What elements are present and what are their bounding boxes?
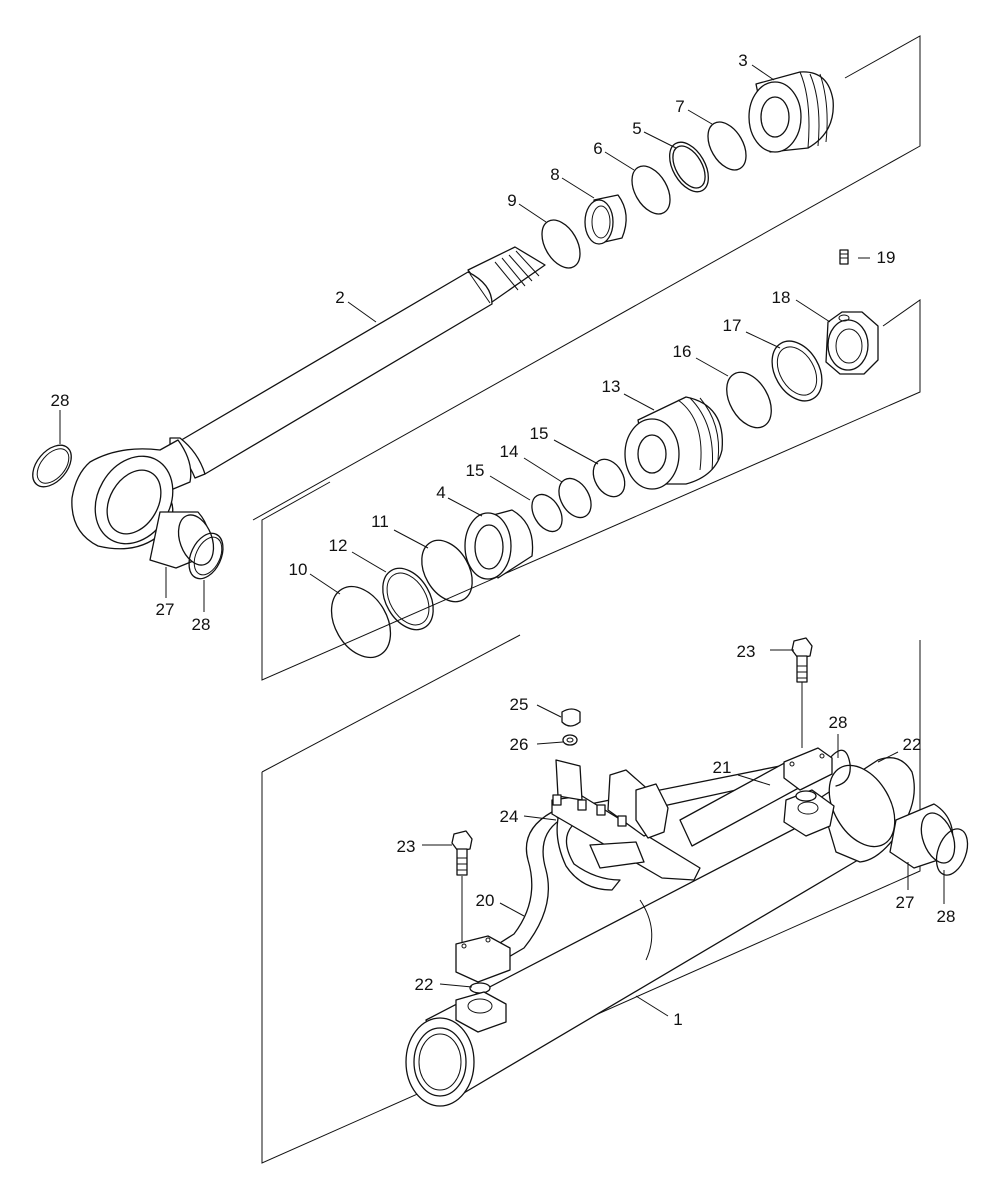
callout-12: 12 (329, 536, 348, 555)
callout-24: 24 (500, 807, 519, 826)
callout-21: 21 (713, 758, 732, 777)
part-14-ring (558, 477, 592, 519)
callout-26: 26 (510, 735, 529, 754)
callout-22-upper: 22 (903, 735, 922, 754)
callout-10: 10 (289, 560, 308, 579)
callout-28-lower-right: 28 (937, 907, 956, 926)
callout-8: 8 (550, 165, 559, 184)
part-16-ring (726, 371, 772, 429)
part-3-cylinder-head (748, 71, 834, 153)
part-1-cylinder-tube (405, 757, 915, 1107)
callout-3: 3 (738, 51, 747, 70)
callout-23-lower: 23 (397, 837, 416, 856)
part-27-bushing-upper (149, 511, 215, 569)
callout-15-b: 15 (466, 461, 485, 480)
part-28-ring-upper-left (32, 444, 72, 488)
callout-16: 16 (673, 342, 692, 361)
callout-11: 11 (371, 512, 389, 531)
part-20-pipe (491, 811, 561, 963)
callout-7: 7 (675, 97, 684, 116)
part-12-ring (382, 567, 434, 631)
part-17-ring (771, 340, 823, 402)
leader-lines (59, 64, 945, 1017)
part-11-ring (421, 539, 473, 603)
callout-6: 6 (593, 139, 602, 158)
part-19-set-screw (839, 249, 849, 265)
part-23-bolt-upper (791, 637, 813, 748)
part-2-piston-rod (71, 246, 546, 550)
callout-18: 18 (772, 288, 791, 307)
callout-5: 5 (632, 119, 641, 138)
part-4-collar (464, 509, 534, 580)
callout-9: 9 (507, 191, 516, 210)
callout-28-upper-right: 28 (192, 615, 211, 634)
callout-2: 2 (335, 288, 344, 307)
callout-labels: 3 7 5 6 8 9 2 28 27 28 19 18 17 16 13 15… (51, 51, 956, 1029)
part-23-bolt-lower (451, 830, 473, 942)
part-25-cap (561, 708, 581, 727)
part-22-flange-upper (783, 747, 835, 837)
part-15-ring-a (592, 458, 626, 498)
part-10-ring (330, 585, 392, 659)
part-5-ring (669, 141, 709, 193)
part-9-ring (541, 219, 581, 269)
callout-15-a: 15 (530, 424, 549, 443)
panel-frame-cylinder (261, 634, 921, 1164)
part-13-piston (624, 396, 723, 490)
part-22-flange-lower (455, 935, 511, 1033)
callout-20: 20 (476, 891, 495, 910)
callout-28-upper-left: 28 (51, 391, 70, 410)
part-15-ring-b (531, 493, 563, 533)
callout-4: 4 (436, 483, 445, 502)
callout-22-lower: 22 (415, 975, 434, 994)
callout-19: 19 (877, 248, 896, 267)
panel-frame-piston-rod (252, 35, 921, 521)
part-24-clamp (551, 759, 701, 881)
callout-23-upper: 23 (737, 642, 756, 661)
part-8-bushing (584, 194, 627, 245)
panel-frame-piston (261, 299, 921, 681)
part-6-ring (631, 165, 671, 215)
callout-1: 1 (673, 1010, 682, 1029)
callout-14: 14 (500, 442, 519, 461)
part-18-nut (825, 311, 879, 375)
callout-28-lower-top: 28 (829, 713, 848, 732)
part-28-ring-upper-right (188, 532, 224, 580)
callout-17: 17 (723, 316, 742, 335)
part-26-washer (562, 734, 578, 746)
callout-27-lower: 27 (896, 893, 915, 912)
callout-25: 25 (510, 695, 529, 714)
part-7-ring (707, 121, 747, 171)
callout-27-upper: 27 (156, 600, 175, 619)
callout-13: 13 (602, 377, 621, 396)
